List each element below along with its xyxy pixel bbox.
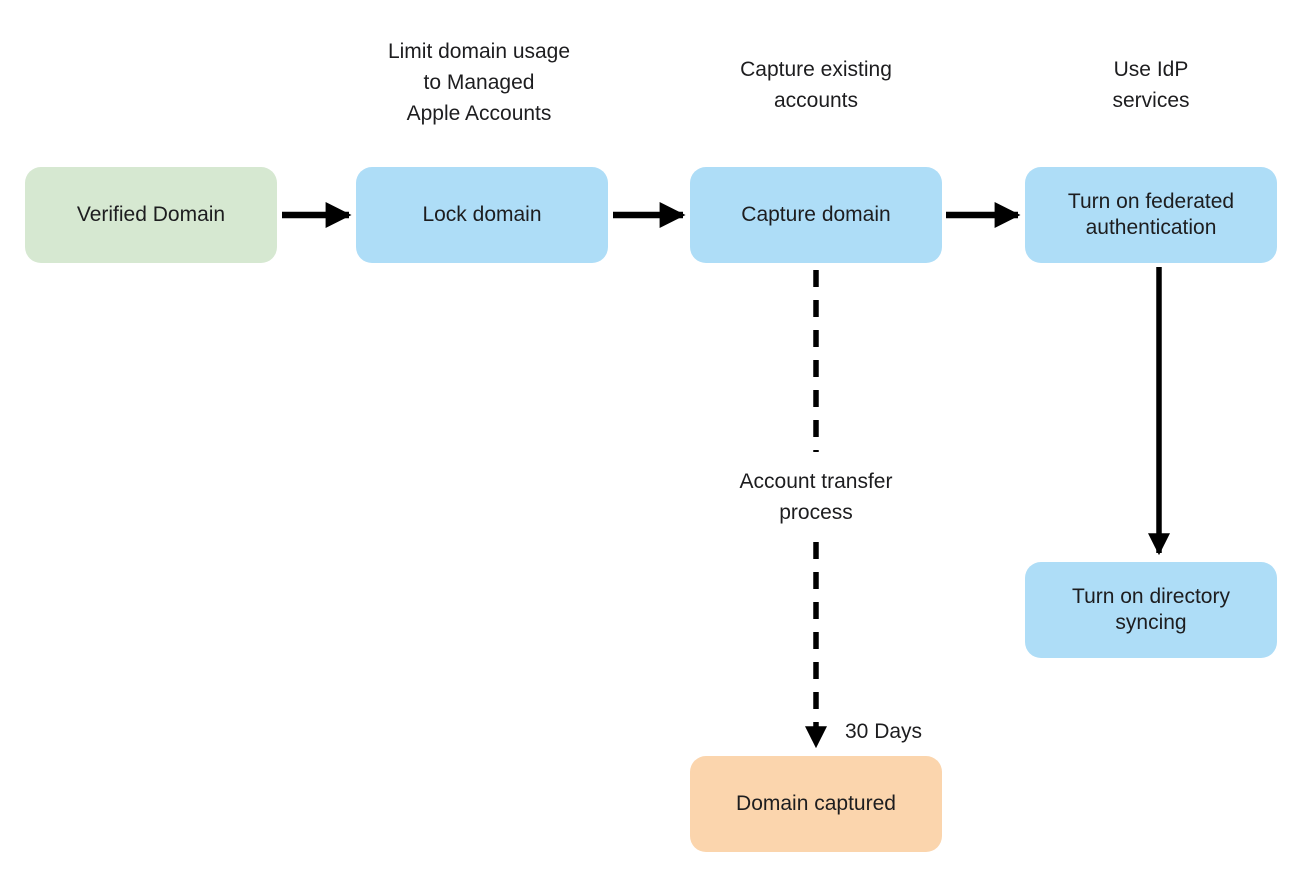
- node-domain-captured-label: Domain captured: [736, 791, 896, 815]
- node-turn-on-federated-authentication: Turn on federated authentication: [1025, 167, 1277, 263]
- node-turn-on-federated-authentication-label: Turn on federated authentication: [1067, 189, 1235, 239]
- annotation-line: Use IdP: [1113, 58, 1189, 81]
- node-domain-captured: Domain captured: [690, 756, 942, 852]
- annotation-line: process: [779, 501, 853, 524]
- node-capture-domain-label: Capture domain: [741, 202, 891, 226]
- annotation-line: Apple Accounts: [406, 102, 552, 125]
- annotation-30-days: 30 Days: [845, 719, 922, 745]
- annotation-line: to Managed: [423, 71, 535, 94]
- node-turn-on-directory-syncing-label: Turn on directory syncing: [1072, 584, 1230, 634]
- annotation-line: accounts: [773, 89, 859, 112]
- annotation-limit-domain-usage: Limit domain usage to Managed Apple Acco…: [388, 36, 570, 129]
- node-verified-domain-label: Verified Domain: [76, 202, 226, 226]
- annotation-line: services: [1112, 89, 1190, 112]
- annotation-capture-existing-accounts: Capture existing accounts: [740, 54, 892, 116]
- annotation-line: Capture existing: [740, 58, 892, 81]
- node-turn-on-directory-syncing: Turn on directory syncing: [1025, 562, 1277, 658]
- annotation-line: Account transfer: [739, 470, 893, 493]
- node-lock-domain-label: Lock domain: [422, 202, 542, 226]
- annotation-line: Limit domain usage: [387, 40, 571, 63]
- node-verified-domain: Verified Domain: [25, 167, 277, 263]
- annotation-account-transfer-process: Account transfer process: [740, 466, 893, 528]
- annotation-30-days-label: 30 Days: [845, 720, 923, 743]
- node-lock-domain: Lock domain: [356, 167, 608, 263]
- node-capture-domain: Capture domain: [690, 167, 942, 263]
- annotation-use-idp-services: Use IdP services: [1112, 54, 1189, 116]
